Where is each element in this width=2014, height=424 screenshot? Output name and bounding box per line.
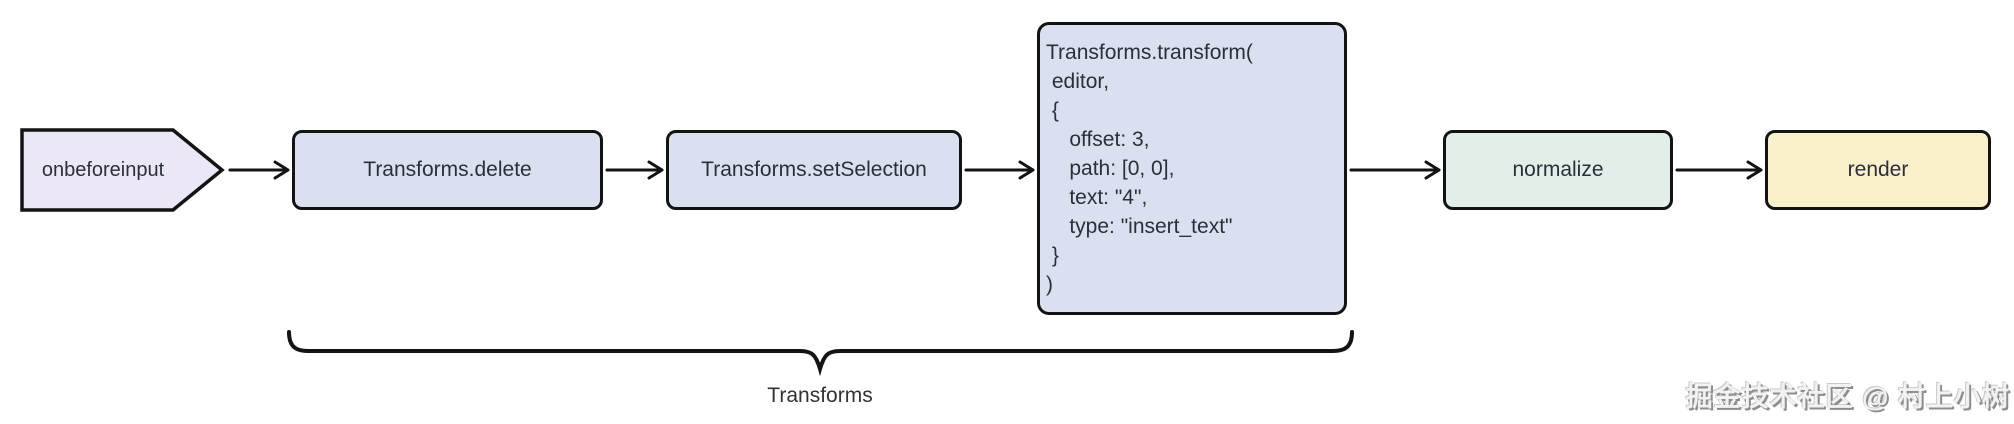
node-transforms-delete-label: Transforms.delete: [363, 158, 532, 181]
node-transforms-delete: Transforms.delete: [292, 130, 603, 210]
arrow-icon: [228, 160, 290, 180]
brace: [287, 330, 1354, 377]
onbeforeinput-pentagon-shape: [20, 128, 225, 212]
brace-group-label: Transforms: [767, 384, 873, 407]
node-transforms-setselection: Transforms.setSelection: [666, 130, 962, 210]
node-onbeforeinput-label: onbeforeinput: [41, 158, 165, 181]
node-onbeforeinput: onbeforeinput: [26, 130, 180, 210]
node-normalize-label: normalize: [1512, 158, 1604, 181]
node-render: render: [1765, 130, 1991, 210]
node-transforms-setselection-label: Transforms.setSelection: [701, 158, 927, 181]
arrow-icon: [964, 160, 1035, 180]
node-normalize: normalize: [1443, 130, 1673, 210]
watermark: 掘金技术社区 @ 村上小树: [1685, 382, 2010, 412]
transform-code-text: Transforms.transform( editor, { offset: …: [1046, 41, 1253, 296]
arrow-icon: [1675, 160, 1763, 180]
node-transforms-transform: Transforms.transform( editor, { offset: …: [1037, 22, 1347, 315]
arrow-icon: [605, 160, 664, 180]
arrow-icon: [1349, 160, 1441, 180]
node-render-label: render: [1847, 158, 1909, 181]
